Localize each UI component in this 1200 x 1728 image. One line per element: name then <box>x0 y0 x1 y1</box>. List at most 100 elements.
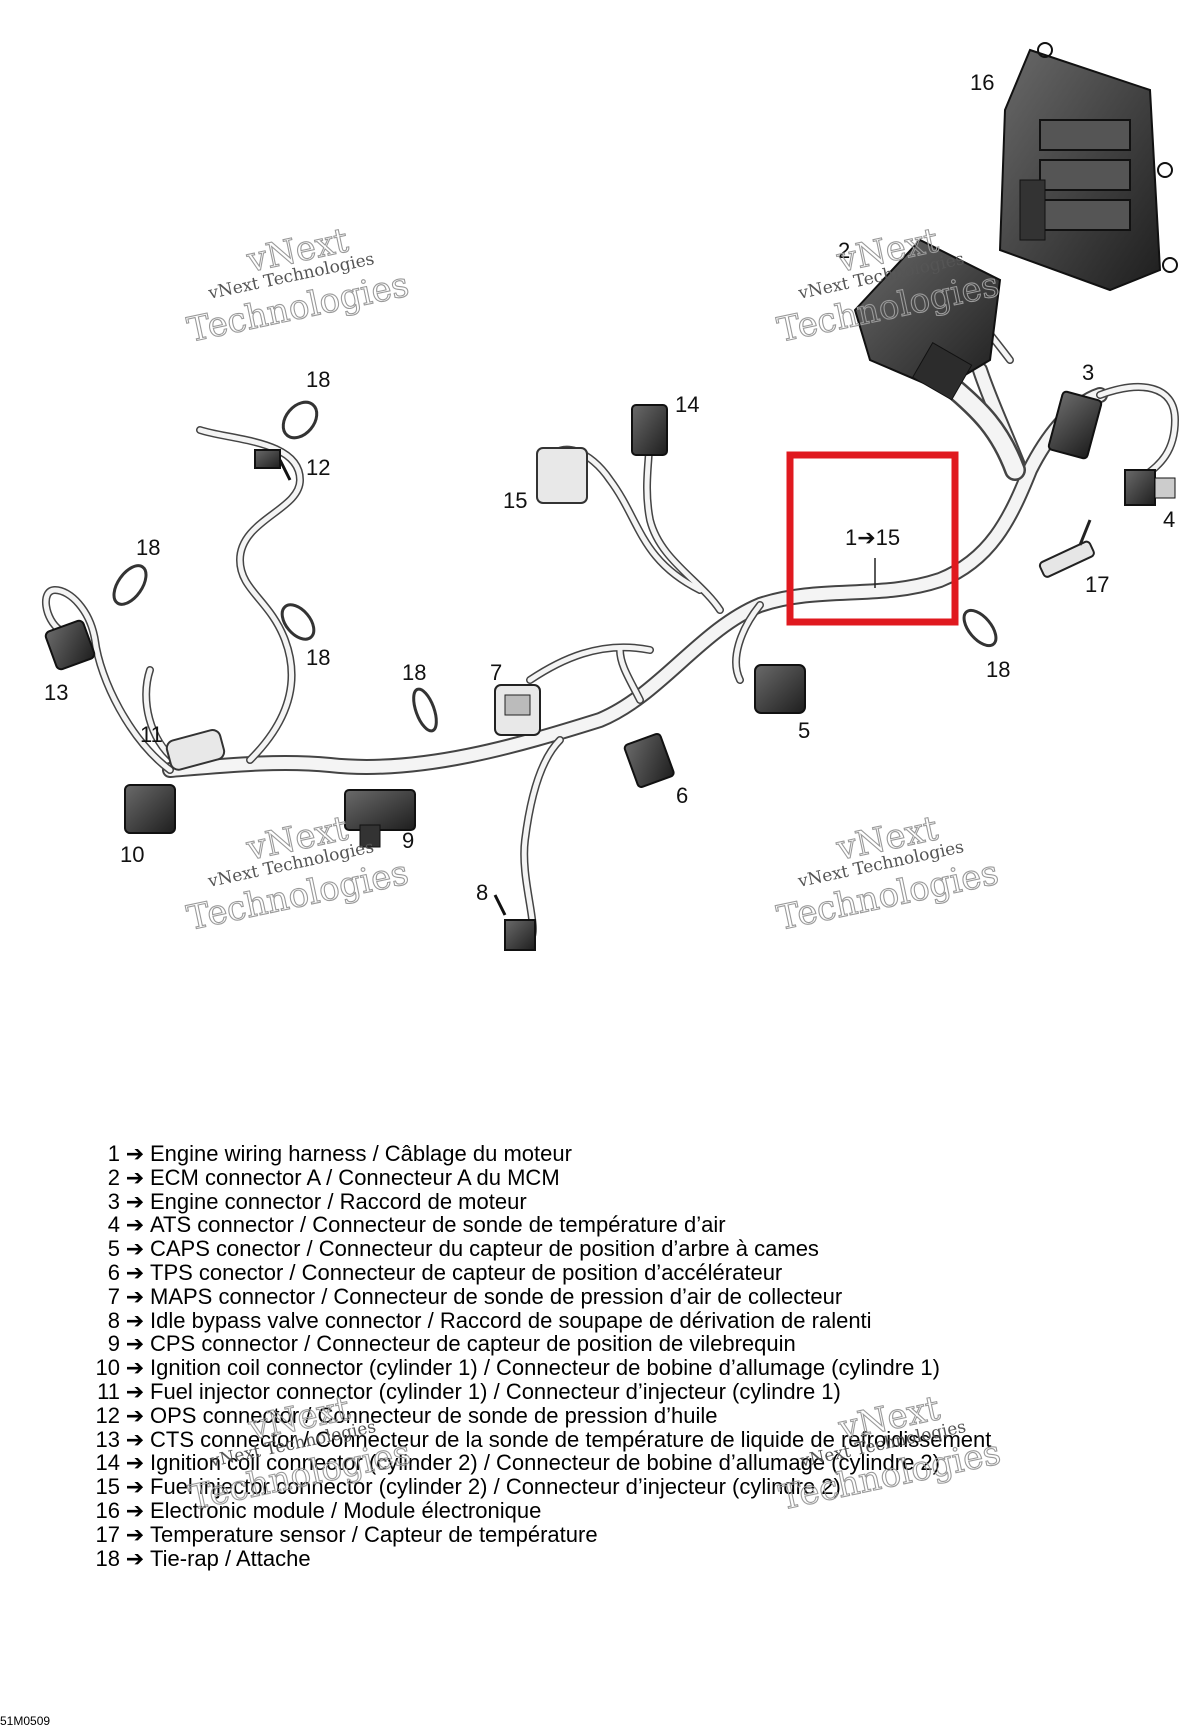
connector-ignition-coil-2 <box>631 404 668 456</box>
legend-number: 7 <box>107 1283 120 1309</box>
callout-2: 2 <box>838 238 850 263</box>
legend-row: 9➔CPS connector / Connecteur de capteur … <box>92 1332 1172 1356</box>
callout-7: 7 <box>490 660 502 685</box>
callout-18c: 18 <box>306 645 330 670</box>
connector-engine <box>1047 390 1103 460</box>
arrow-icon: ➔ <box>125 1141 145 1166</box>
legend-row: 14➔Ignition coil connector (cylinder 2) … <box>92 1451 1172 1475</box>
legend-text: ECM connector A / Connecteur A du MCM <box>150 1164 560 1190</box>
callout-3: 3 <box>1082 360 1094 385</box>
legend-text: Fuel injector connector (cylinder 2) / C… <box>150 1474 841 1500</box>
legend-row: 3➔Engine connector / Raccord de moteur <box>92 1188 1172 1214</box>
arrow-icon: ➔ <box>125 1259 145 1285</box>
arrow-icon: ➔ <box>125 1236 145 1262</box>
legend-number: 12 <box>95 1402 120 1428</box>
legend-row: 13➔CTS connector / Connecteur de la sond… <box>92 1426 1172 1452</box>
legend-row: 18➔Tie-rap / Attache <box>92 1545 1172 1571</box>
temperature-sensor <box>1038 519 1095 578</box>
arrow-icon: ➔ <box>125 1450 145 1476</box>
legend-row: 4➔ATS connector / Connecteur de sonde de… <box>92 1213 1172 1237</box>
legend-number: 3 <box>107 1188 120 1214</box>
arrow-icon: ➔ <box>125 1402 145 1428</box>
callout-16: 16 <box>970 70 994 95</box>
harness-diagram: 1➔15 2 3 4 5 6 7 8 9 10 11 12 13 14 15 1… <box>42 42 1179 951</box>
connector-tps <box>623 732 675 788</box>
connector-fuel-injector-1 <box>165 729 226 771</box>
callout-18a: 18 <box>306 367 330 392</box>
callout-9: 9 <box>402 828 414 853</box>
arrow-icon: ➔ <box>125 1497 145 1523</box>
legend-row: 7➔MAPS connector / Connecteur de sonde d… <box>92 1283 1172 1309</box>
legend-text: Engine connector / Raccord de moteur <box>150 1188 527 1214</box>
arrow-icon: ➔ <box>125 1188 145 1214</box>
wiring-harness <box>42 276 1179 944</box>
legend-number: 6 <box>107 1259 120 1285</box>
legend-text: Temperature sensor / Capteur de températ… <box>150 1521 598 1547</box>
legend-text: CPS connector / Connecteur de capteur de… <box>150 1331 796 1357</box>
connector-ats <box>1124 469 1176 506</box>
arrow-icon: ➔ <box>125 1378 145 1404</box>
watermark-mid-right: vNext vNext Technologies Technologies <box>773 808 1003 939</box>
legend-number: 14 <box>95 1450 120 1476</box>
arrow-icon: ➔ <box>125 1521 145 1547</box>
connector-ignition-coil-1 <box>124 784 176 834</box>
legend-text: CTS connector / Connecteur de la sonde d… <box>150 1426 992 1452</box>
legend-text: Idle bypass valve connector / Raccord de… <box>150 1307 872 1333</box>
callout-4: 4 <box>1163 507 1175 532</box>
harness-highlight-box <box>786 451 959 626</box>
callout-18b: 18 <box>136 535 160 560</box>
legend-text: OPS connector / Connecteur de sonde de p… <box>150 1402 718 1428</box>
legend-row: 6➔TPS conector / Connecteur de capteur d… <box>92 1261 1172 1285</box>
connector-cps <box>344 789 416 848</box>
callout-1: 1➔15 <box>845 525 900 550</box>
legend-text: Ignition coil connector (cylinder 2) / C… <box>150 1450 940 1476</box>
callout-6: 6 <box>676 783 688 808</box>
connector-caps <box>754 664 806 714</box>
callout-11: 11 <box>140 722 163 747</box>
legend-number: 1 <box>107 1141 120 1166</box>
callout-15: 15 <box>503 488 527 513</box>
legend-number: 5 <box>107 1236 120 1262</box>
callout-13: 13 <box>44 680 68 705</box>
legend-number: 18 <box>95 1545 120 1571</box>
legend-row: 17➔Temperature sensor / Capteur de tempé… <box>92 1521 1172 1547</box>
callout-18e: 18 <box>986 657 1010 682</box>
connector-maps <box>494 684 541 736</box>
connector-cts <box>44 619 96 671</box>
electronic-module <box>998 42 1178 292</box>
legend-text: Tie-rap / Attache <box>150 1545 311 1571</box>
legend-text: Engine wiring harness / Câblage du moteu… <box>150 1141 572 1166</box>
legend-text: Ignition coil connector (cylinder 1) / C… <box>150 1355 940 1381</box>
arrow-icon: ➔ <box>125 1355 145 1381</box>
callout-12: 12 <box>306 455 330 480</box>
legend-text: CAPS conector / Connecteur du capteur de… <box>150 1236 819 1262</box>
connector-idle-bypass-valve <box>493 894 536 951</box>
callout-14: 14 <box>675 392 699 417</box>
arrow-icon: ➔ <box>125 1307 145 1333</box>
arrow-icon: ➔ <box>125 1545 145 1571</box>
legend-text: TPS conector / Connecteur de capteur de … <box>150 1259 783 1285</box>
legend-number: 4 <box>107 1212 120 1238</box>
legend-number: 17 <box>95 1521 120 1547</box>
callout-5: 5 <box>798 718 810 743</box>
legend-number: 15 <box>95 1474 120 1500</box>
legend-row: 16➔Electronic module / Module électroniq… <box>92 1499 1172 1523</box>
connector-ecm-a <box>853 238 1002 401</box>
parts-legend: 1➔Engine wiring harness / Câblage du mot… <box>92 1142 1172 1570</box>
arrow-icon: ➔ <box>125 1426 145 1452</box>
callout-18d: 18 <box>402 660 426 685</box>
tie-raps <box>112 400 998 733</box>
legend-text: MAPS connector / Connecteur de sonde de … <box>150 1283 843 1309</box>
arrow-icon: ➔ <box>125 1212 145 1238</box>
callout-10: 10 <box>120 842 144 867</box>
legend-row: 12➔OPS connector / Connecteur de sonde d… <box>92 1402 1172 1428</box>
legend-row: 2➔ECM connector A / Connecteur A du MCM <box>92 1164 1172 1190</box>
legend-row: 11➔Fuel injector connector (cylinder 1) … <box>92 1380 1172 1404</box>
watermark-top-left: vNext vNext Technologies Technologies <box>183 220 413 351</box>
legend-row: 10➔Ignition coil connector (cylinder 1) … <box>92 1356 1172 1380</box>
legend-row: 15➔Fuel injector connector (cylinder 2) … <box>92 1475 1172 1499</box>
legend-row: 8➔Idle bypass valve connector / Raccord … <box>92 1307 1172 1333</box>
legend-row: 1➔Engine wiring harness / Câblage du mot… <box>92 1142 1172 1166</box>
arrow-icon: ➔ <box>125 1283 145 1309</box>
legend-number: 13 <box>95 1426 120 1452</box>
